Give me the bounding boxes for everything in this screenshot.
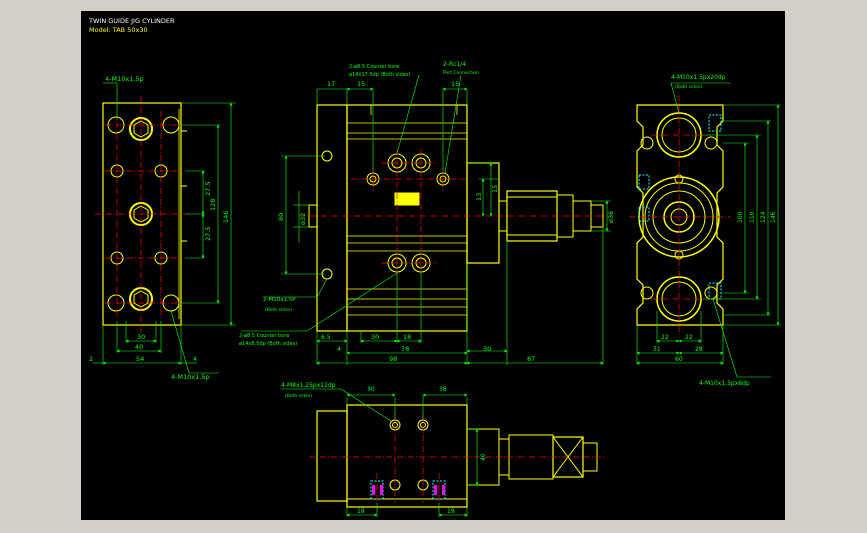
front-dim-80: 80 [277,213,285,221]
front-view: 17 15 15 2-ø8.5 Counter bore ø14x17.5dp … [239,61,615,365]
front-dim-17: 17 [327,80,335,88]
front-callout-counterbore-bottom-sub: ø14x8.5dp (Both sides) [239,341,297,347]
front-dim-dia36: ø36 [607,211,615,223]
front-dim-30-small: 30 [371,333,379,341]
bottom-callout-sub: (Both sides) [285,393,312,399]
left-dim-128: 128 [209,199,217,211]
drawing-title: TWIN GUIDE JIG CYLINDER [88,17,175,25]
bottom-dim-19-right: 19 [447,508,455,515]
left-callout-top: 4-M10x1.5p [105,75,144,83]
front-dim-6-5: 6.5 [321,334,331,341]
front-dim-15-right: 15 [451,80,459,88]
front-dim-dia32: ø32 [299,213,307,225]
front-dim-15: 15 [491,185,499,193]
right-callout-top: 4-M10x1.5px20dp [671,74,726,81]
front-callout-counterbore-top-sub: ø14x17.5dp (Both sides) [349,72,410,78]
right-dim-60: 60 [675,356,683,363]
left-dim-2: 2 [89,355,93,363]
front-callout-tap-sub: (Both sides) [265,307,292,313]
left-callout-bottom: 4-M10x1.5p [171,373,210,381]
right-dim-22-right: 22 [685,334,693,341]
front-callout-counterbore-bottom: 2-ø8.5 Counter bore [239,333,289,339]
bottom-dim-30: 30 [367,386,375,393]
bottom-callout: 4-M8x1.25px12dp [281,382,336,389]
right-dim-31: 31 [653,346,661,353]
left-dim-54: 54 [136,355,144,363]
right-dim-124: 124 [760,211,767,223]
left-dim-27-5-b: 27.5 [204,227,212,241]
bottom-dim-19-left: 19 [357,508,365,515]
drawing-model: Model: TAB 50x30 [89,26,148,34]
bottom-dim-38: 38 [439,386,447,393]
front-dim-98: 98 [389,355,397,363]
left-dim-4: 4 [193,355,197,363]
right-dim-100: 100 [737,211,744,223]
left-dim-146: 146 [222,211,230,223]
front-callout-tap: 2-M10x1.5P [263,297,296,303]
right-view: 4-M10x1.5px20dp (Both sides) 100 110 124… [629,74,781,387]
front-dim-15-left: 15 [357,80,365,88]
bottom-view: 4-M8x1.25px12dp (Both sides) 30 38 40 19… [281,382,605,517]
front-callout-port-sub: Port Connection [443,70,479,76]
front-dim-87: 87 [527,355,535,363]
right-dim-110: 110 [749,211,756,223]
front-dim-18: 18 [403,333,411,341]
right-dim-22-left: 22 [661,334,669,341]
front-dim-30-rod: 30 [483,345,491,353]
front-callout-port: 2-Rc1/4 [443,61,466,68]
front-dim-78: 78 [401,345,409,353]
front-dim-13: 13 [475,193,483,201]
cad-drawing: TWIN GUIDE JIG CYLINDER Model: TAB 50x30 [88,17,781,517]
right-callout-bottom: 4-M10x1.5px8dp [699,380,750,387]
right-dim-146: 146 [770,211,777,223]
left-view: 4-M10x1.5p 27.5 27.5 128 146 30 40 54 2 … [89,75,236,381]
front-callout-counterbore-top: 2-ø8.5 Counter bore [349,64,399,70]
front-dim-4: 4 [337,345,341,353]
left-dim-40: 40 [135,343,143,351]
bottom-dim-40: 40 [480,453,487,461]
right-callout-top-sub: (Both sides) [675,84,702,90]
left-dim-30: 30 [137,333,145,341]
cad-drawing-viewport[interactable]: TWIN GUIDE JIG CYLINDER Model: TAB 50x30 [81,11,785,520]
left-dim-27-5-a: 27.5 [204,182,212,196]
right-dim-28: 28 [695,346,703,353]
